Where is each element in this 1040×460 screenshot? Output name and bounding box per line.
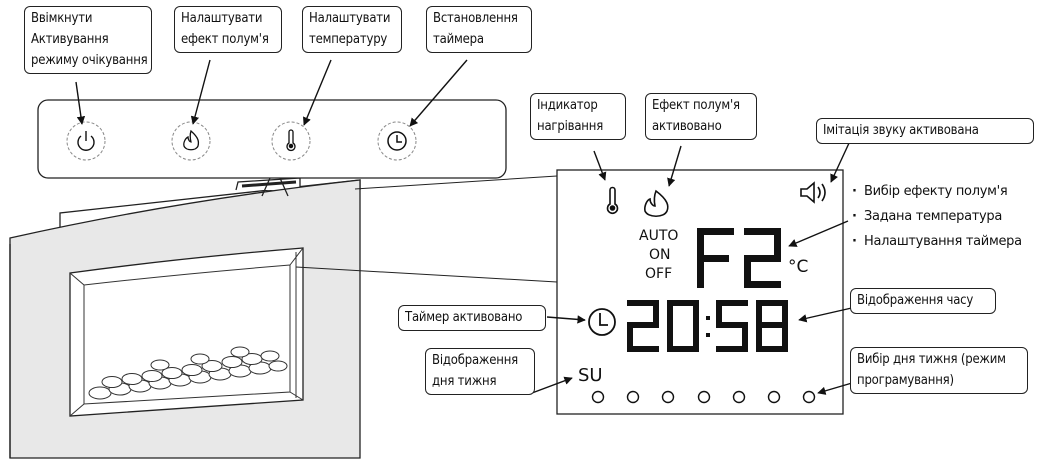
thermometer-icon <box>286 129 296 152</box>
bullet-item: Вибір ефекту полум'я <box>852 184 1008 199</box>
mode-label-off: OFF <box>645 266 673 282</box>
time-display <box>627 300 788 352</box>
mode-label-auto: AUTO <box>639 228 679 244</box>
callout-flame-active: Ефект полум'я активовано <box>645 93 757 140</box>
day-dot <box>767 390 781 404</box>
callout-time-display: Відображення часу <box>850 288 996 314</box>
bullet-list: Вибір ефекту полум'я Задана температура … <box>852 180 1037 260</box>
bullet-item: Налаштування таймера <box>852 234 1022 249</box>
flame-button[interactable] <box>171 121 211 161</box>
temperature-button[interactable] <box>271 121 311 161</box>
lcd-thermometer-icon <box>606 186 619 215</box>
effect-code-display <box>697 228 781 288</box>
day-label: SU <box>578 365 603 386</box>
day-dot <box>697 390 711 404</box>
callout-arrows <box>75 59 468 127</box>
callout-day-select: Вибір дня тижня (режим програмування) <box>850 347 1028 394</box>
fireplace-unit <box>9 177 361 459</box>
power-button[interactable] <box>66 121 106 161</box>
day-dot <box>802 390 816 404</box>
day-dot <box>626 390 640 404</box>
callout-timer-active: Таймер активовано <box>398 305 546 331</box>
callout-heat-indicator: Індикатор нагрівання <box>530 93 626 140</box>
callout-power: Ввімкнути Активування режиму очікування <box>24 6 152 74</box>
callout-sound-active: Імітація звуку активована <box>816 118 1034 144</box>
callout-day-display: Відображення дня тижня <box>425 348 535 395</box>
callout-flame-adjust: Налаштувати ефект полум'я <box>174 6 282 53</box>
lcd-timer-icon <box>588 308 616 336</box>
lcd-flame-icon <box>644 189 669 218</box>
bullet-item: Задана температура <box>852 209 1002 224</box>
speaker-icon <box>800 181 826 204</box>
timer-button[interactable] <box>377 121 417 161</box>
lcd-display <box>556 169 844 415</box>
flame-icon <box>183 129 200 151</box>
callout-timer-set: Встановлення таймера <box>426 6 532 53</box>
day-dot <box>661 390 675 404</box>
lcd-callout-arrows <box>531 140 857 395</box>
mode-label-on: ON <box>649 247 671 263</box>
day-dots <box>591 390 816 404</box>
power-icon <box>77 131 95 151</box>
callout-temp-adjust: Налаштувати температуру <box>302 6 402 53</box>
clock-icon <box>387 131 407 151</box>
day-dot <box>591 390 605 404</box>
pebbles <box>88 346 288 400</box>
day-dot <box>732 390 746 404</box>
temp-unit: °C <box>788 257 809 277</box>
